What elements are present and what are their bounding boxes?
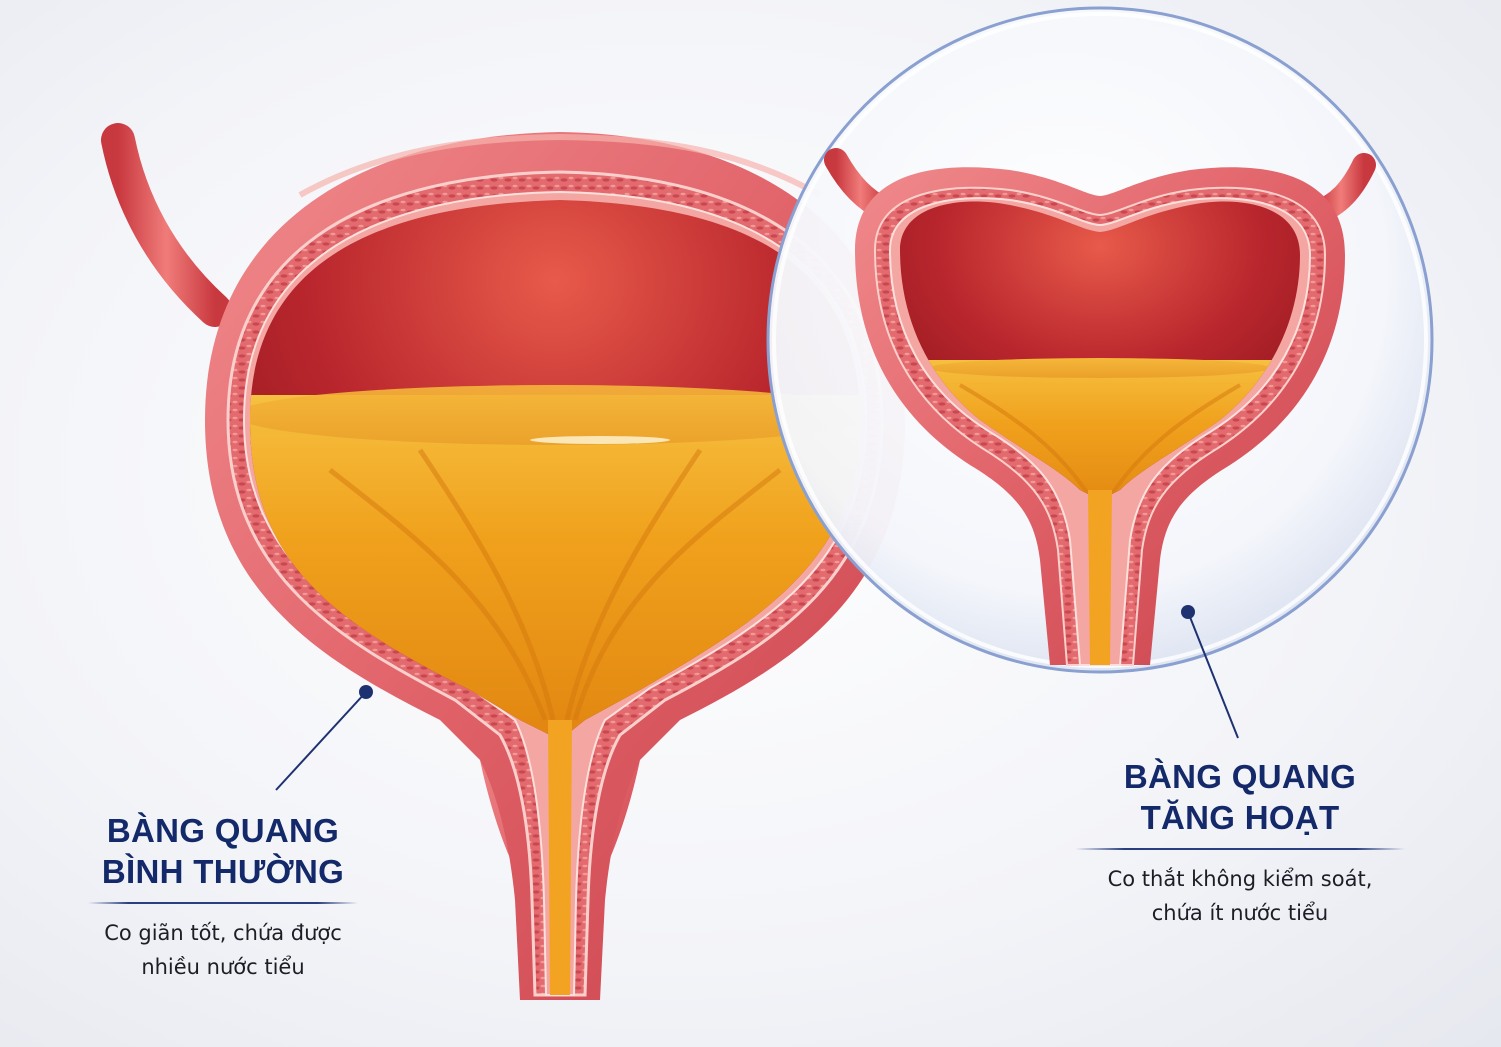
normal-bladder-desc-line1: Co giãn tốt, chứa được: [104, 921, 342, 945]
normal-bladder-pointer: [275, 685, 373, 791]
normal-bladder-desc-line2: nhiều nước tiểu: [141, 955, 305, 979]
overactive-bladder-title-line1: BÀNG QUANG: [1123, 758, 1357, 795]
overactive-bladder-divider: [1075, 848, 1405, 850]
overactive-bladder: [824, 148, 1376, 666]
normal-bladder-title-line1: BÀNG QUANG: [106, 812, 340, 849]
overactive-bladder-pointer: [1181, 605, 1239, 739]
normal-bladder: [101, 123, 905, 1000]
normal-bladder-divider: [88, 902, 358, 904]
overactive-bladder-label: BÀNG QUANG TĂNG HOẠT Co thắt không kiểm …: [1070, 756, 1410, 930]
overactive-bladder-desc-line2: chứa ít nước tiểu: [1151, 901, 1329, 925]
normal-bladder-title-line2: BÌNH THƯỜNG: [101, 853, 345, 890]
overactive-bladder-desc-line1: Co thắt không kiểm soát,: [1107, 867, 1373, 891]
normal-bladder-label: BÀNG QUANG BÌNH THƯỜNG Co giãn tốt, chứa…: [78, 810, 368, 984]
overactive-bladder-title-line2: TĂNG HOẠT: [1140, 799, 1340, 836]
